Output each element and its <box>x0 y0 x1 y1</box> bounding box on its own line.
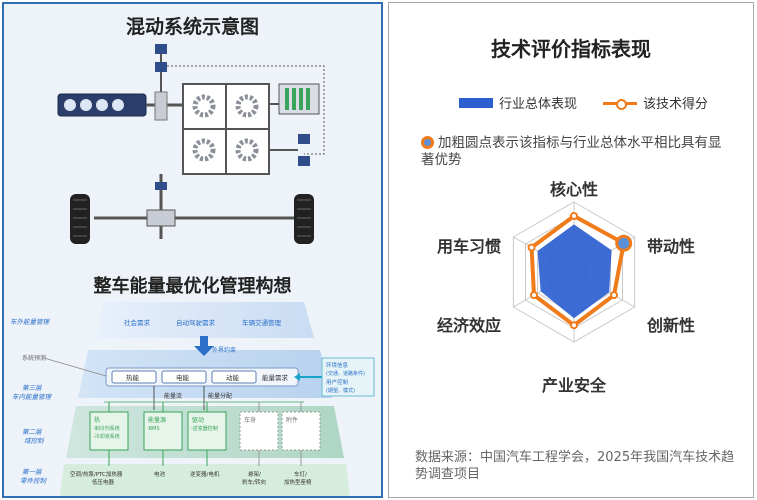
gear-icon <box>192 94 216 118</box>
kinetic-label: 动能 <box>226 373 240 382</box>
layer-3-label: 第三层 <box>22 384 43 392</box>
top-item-autodrive: 自动驾驶需求 <box>176 318 216 327</box>
top-item-traffic: 车辆交通管理 <box>242 318 282 327</box>
domain-title: 热 <box>94 416 100 424</box>
motor-grid <box>182 83 270 175</box>
tech-data-point <box>529 291 538 300</box>
domain-box <box>281 411 321 451</box>
energy-management-title: 整车能量最优化管理构想 <box>93 276 292 297</box>
domain-subitem: -BMS <box>147 426 160 432</box>
thermal-label: 热能 <box>126 373 140 382</box>
highlight-note: 加粗圆点表示该指标与行业总体水平相比具有显著优势 <box>421 135 733 169</box>
part-label: 车灯/ <box>294 470 307 478</box>
domain-title: 驱动 <box>192 417 204 424</box>
part-label: 悬架/ <box>248 471 261 478</box>
part-label: 电池 <box>154 470 166 478</box>
env-info-line: (期望、模式) <box>326 387 355 394</box>
gear-icon <box>235 94 259 118</box>
system-predict-label: 系统预测 <box>22 354 46 362</box>
data-source: 数据来源：中国汽车工程学会，2025年我国汽车技术趋势调查项目 <box>415 450 735 482</box>
domain-box <box>239 411 279 451</box>
radar-axis-label: 用车习惯 <box>437 237 501 256</box>
radar-axis-label: 经济效应 <box>437 316 501 335</box>
evaluation-panel: 技术评价指标表现 行业总体表现 该技术得分 加粗圆点表示该指标与行业总体水平相比… <box>388 2 754 498</box>
energy-allocation-label: 能量分配 <box>208 392 232 400</box>
layer-1-sub: 零件控制 <box>20 477 48 485</box>
radar-axis-label: 产业安全 <box>542 376 607 395</box>
top-item-social: 社会需求 <box>124 318 151 327</box>
gear-icon <box>192 138 216 162</box>
electric-box <box>161 370 207 384</box>
engine-cylinders <box>64 99 124 111</box>
tech-data-point <box>570 321 578 330</box>
hybrid-diagram-title: 混动系统示意图 <box>125 16 259 38</box>
electric-label: 电能 <box>176 373 190 382</box>
radar-axis-label: 带动性 <box>647 237 695 256</box>
tech-data-point <box>527 243 536 252</box>
domain-subitem: -制冷剂系统 <box>93 425 120 432</box>
part-label: 刹车/转向 <box>242 478 266 486</box>
env-info-line: 环境信息 <box>326 361 349 369</box>
highlight-point <box>615 234 633 252</box>
kinetic-box <box>211 370 257 384</box>
chart-legend: 行业总体表现 该技术得分 <box>459 93 708 112</box>
domain-title: 车身 <box>244 416 256 424</box>
part-label: 加热型座椅 <box>284 478 312 486</box>
radar-chart-title: 技术评价指标表现 <box>491 37 651 61</box>
layer-1-label: 第一层 <box>22 468 43 476</box>
highlight-note-text: 加粗圆点表示该指标与行业总体水平相比具有显著优势 <box>421 135 722 168</box>
external-constraint-label: 外界约束 <box>212 346 236 354</box>
layer-2-label: 第二层 <box>22 428 43 436</box>
radar-axis-label: 创新性 <box>646 316 695 335</box>
legend-industry: 行业总体表现 <box>459 93 577 112</box>
domain-title: 附件 <box>286 416 298 424</box>
gear-icon <box>235 138 259 162</box>
tech-data-point <box>610 291 619 300</box>
layer-4-label: 车外能量管理 <box>10 318 51 326</box>
rear-wheel-icon <box>294 194 314 244</box>
env-info-line: 用户控制 <box>326 378 349 386</box>
legend-line-swatch <box>603 98 638 110</box>
energy-demand-label: 能量需求 <box>262 373 289 382</box>
front-wheel-icon <box>70 194 90 244</box>
legend-tech-label: 该技术得分 <box>643 97 709 112</box>
layer-2-sub: 域控制 <box>24 437 45 445</box>
tech-data-point <box>570 212 578 220</box>
domain-subitem: -冷却液系统 <box>93 433 120 440</box>
energy-flow-label: 能量流 <box>164 392 182 400</box>
battery-icon <box>278 83 320 115</box>
env-info-line: (交通、道路条件) <box>326 370 365 377</box>
legend-industry-label: 行业总体表现 <box>499 97 578 112</box>
thermal-box <box>111 370 157 384</box>
domain-subitem: -逆变器控制 <box>191 425 218 432</box>
industry-series-area <box>537 224 612 319</box>
part-label: 逆变器/电机 <box>190 470 220 478</box>
energy-management-diagram: 车外能量管理 系统预测 第三层 车内能量管理 第二层 域控制 第一层 零件控制 … <box>10 302 375 496</box>
highlight-dot-icon <box>421 136 434 149</box>
domain-title: 能量源 <box>148 416 166 424</box>
part-label: 低压电器 <box>92 478 115 486</box>
hybrid-system-panel: 混动系统示意图 <box>2 2 383 498</box>
legend-fill-swatch <box>459 97 493 108</box>
hybrid-system-schematic <box>57 44 325 244</box>
legend-tech: 该技术得分 <box>603 93 708 112</box>
domain-box <box>143 411 183 451</box>
layer-3-sub: 车内能量管理 <box>12 393 53 401</box>
part-label: 空调/热泵/PTC加热器 <box>70 470 123 478</box>
radar-axis-label: 核心性 <box>550 180 598 199</box>
